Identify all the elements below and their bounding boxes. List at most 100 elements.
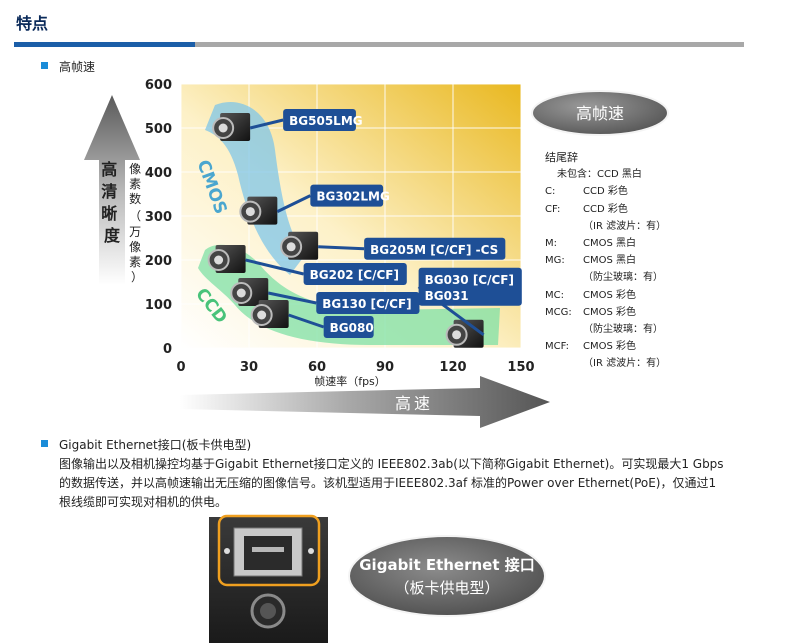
suffix-description: CCD 彩色 xyxy=(583,203,628,215)
camera-point: BG505LMG xyxy=(212,109,363,141)
camera-lens-glass xyxy=(245,207,255,217)
suffix-legend-title: 结尾辞 xyxy=(545,151,578,164)
feature-gige-label: Gigabit Ethernet接口(板卡供电型) xyxy=(59,438,252,452)
suffix-description: （IR 滤波片：有） xyxy=(583,220,667,232)
suffix-legend-row: （防尘玻璃：有） xyxy=(545,269,666,286)
suffix-description: CMOS 彩色 xyxy=(583,341,637,353)
x-tick-label: 120 xyxy=(439,360,466,375)
x-tick-label: 90 xyxy=(376,360,394,375)
camera-rear-panel xyxy=(209,517,328,643)
horizontal-arrow xyxy=(180,376,550,428)
suffix-description: CMOS 彩色 xyxy=(583,306,637,318)
suffix-description: CMOS 黑白 xyxy=(583,255,637,267)
ethernet-port-highlight xyxy=(217,514,321,587)
label-leader xyxy=(318,245,365,251)
callout-bubble xyxy=(348,535,546,617)
y-axis-label: 像 素 数 （ 万 像 素 ） xyxy=(129,162,145,284)
bubble xyxy=(532,91,668,135)
suffix-code: MCG: xyxy=(545,306,572,318)
suffix-legend-row: （IR 滤波片：有） xyxy=(545,355,666,372)
bottom-arrow-text: 高速 xyxy=(395,394,433,413)
section-divider xyxy=(14,42,744,47)
y-tick-label: 200 xyxy=(145,254,172,269)
y-tick-label: 500 xyxy=(145,122,172,137)
camera-label-box xyxy=(323,316,374,338)
suffix-legend-row: （IR 滤波片：有） xyxy=(545,218,666,235)
suffix-code: MCF: xyxy=(545,341,569,353)
ethernet-pins xyxy=(252,547,284,552)
y-tick-label: 600 xyxy=(145,78,172,93)
suffix-description: （防尘玻璃：有） xyxy=(583,272,663,284)
y-tick-label: 100 xyxy=(145,298,172,313)
suffix-legend-row: 未包含：CCD 黑白 xyxy=(545,166,666,183)
callout-line2: （板卡供电型） xyxy=(394,579,499,597)
x-tick-label: 0 xyxy=(176,360,185,375)
suffix-legend-row: MG: CMOS 黑白 xyxy=(545,252,666,269)
cmos-band xyxy=(205,102,305,275)
label-leader xyxy=(249,118,284,130)
camera-label: BG205M [C/CF] -CS xyxy=(370,243,498,257)
suffix-code: MC: xyxy=(545,289,564,301)
suffix-legend-row: MC: CMOS 彩色 xyxy=(545,287,666,304)
camera-lens-glass xyxy=(452,330,462,340)
y-tick-label: 300 xyxy=(145,210,172,225)
x-tick-label: 30 xyxy=(240,360,258,375)
camera-label: BG202 [C/CF] xyxy=(310,268,399,282)
label-leader xyxy=(267,291,317,305)
bullet-square xyxy=(41,440,48,447)
suffix-legend-row: M: CMOS 黑白 xyxy=(545,235,666,252)
camera-label-box xyxy=(418,267,522,306)
camera-point: BG030 [C/CF]BG031 xyxy=(417,267,522,348)
suffix-code: MG: xyxy=(545,255,565,267)
suffix-description: （IR 滤波片：有） xyxy=(583,358,667,370)
callout-line1: Gigabit Ethernet 接口 xyxy=(359,556,535,574)
camera-point: BG080 xyxy=(250,300,374,338)
label-leader xyxy=(288,313,325,329)
suffix-code: M: xyxy=(545,238,557,250)
x-axis-label: 帧速率（fps） xyxy=(314,374,386,388)
feature-gige-description: 图像输出以及相机操控均基于Gigabit Ethernet接口定义的 IEEE8… xyxy=(59,457,724,509)
io-connector xyxy=(250,593,286,629)
x-tick-label: 60 xyxy=(308,360,326,375)
camera-lens-glass xyxy=(236,288,246,298)
camera-label-box xyxy=(310,184,384,207)
suffix-description: 未包含：CCD 黑白 xyxy=(557,169,642,181)
x-tick-label: 150 xyxy=(507,360,534,375)
label-leader xyxy=(276,194,311,213)
suffix-code: C: xyxy=(545,186,556,198)
feature-high-framerate-label: 高帧速 xyxy=(59,60,96,74)
suffix-description: CCD 彩色 xyxy=(583,186,628,198)
suffix-code: CF: xyxy=(545,203,561,215)
ethernet-jack xyxy=(244,536,292,570)
y-tick-label: 400 xyxy=(145,166,172,181)
camera-lens-glass xyxy=(286,242,296,252)
camera-label-box xyxy=(364,237,506,260)
camera-label-box xyxy=(303,263,407,285)
suffix-legend-row: MCF: CMOS 彩色 xyxy=(545,338,666,355)
camera-lens-glass xyxy=(214,255,224,265)
camera-lens-glass xyxy=(257,310,267,320)
camera-label: BG030 [C/CF] xyxy=(425,273,514,287)
section-title: 特点 xyxy=(16,14,49,33)
suffix-legend-row: CF: CCD 彩色 xyxy=(545,201,666,218)
bullet-square xyxy=(41,62,48,69)
left-arrow-text: 高 清 晰 度 xyxy=(101,160,123,245)
camera-label: BG302LMG xyxy=(316,190,389,204)
camera-label: BG505LMG xyxy=(289,114,362,128)
camera-point: BG205M [C/CF] -CS xyxy=(280,231,506,260)
suffix-description: CMOS 彩色 xyxy=(583,289,637,301)
port-screw-icon xyxy=(224,548,230,554)
bubble-text: 高帧速 xyxy=(576,104,624,123)
ethernet-port-housing xyxy=(233,527,303,577)
suffix-legend-row: MCG: CMOS 彩色 xyxy=(545,304,666,321)
camera-lens-glass xyxy=(218,123,228,133)
suffix-legend-row: C: CCD 彩色 xyxy=(545,183,666,200)
vertical-arrow xyxy=(84,95,140,285)
suffix-description: CMOS 黑白 xyxy=(583,238,637,250)
suffix-description: （防尘玻璃：有） xyxy=(583,324,663,336)
port-screw-icon xyxy=(308,548,314,554)
camera-label: BG130 [C/CF] xyxy=(322,297,411,311)
camera-label-box xyxy=(283,109,356,131)
